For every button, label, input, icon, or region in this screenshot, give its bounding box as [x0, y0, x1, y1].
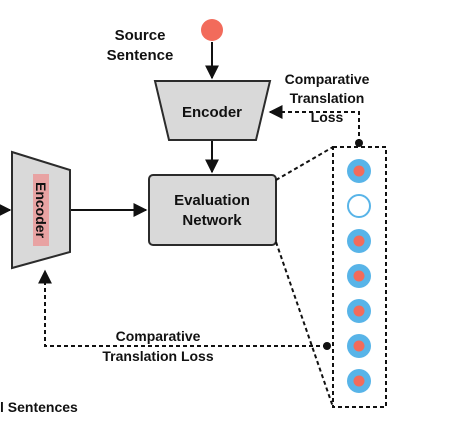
vector-node-inner-dot	[353, 305, 365, 317]
vector-node-inner-dot	[353, 340, 365, 352]
source-label-line2: Sentence	[107, 47, 174, 64]
vector-node-inner-dot	[353, 235, 365, 247]
left-encoder-label-highlight	[33, 174, 49, 246]
vector-node-inner-dot	[353, 375, 365, 387]
evaluation-network-box	[148, 174, 277, 246]
source-token-dot	[201, 19, 223, 41]
evaluation-label-line1: Evaluation	[174, 192, 250, 209]
projection-line-top	[275, 146, 334, 181]
output-vector-box	[332, 146, 387, 408]
evaluation-label-line2: Network	[182, 212, 242, 229]
top-loss-label-line2: Translation	[290, 90, 365, 106]
left-encoder-label: Encoder	[33, 182, 49, 239]
top-loss-label-line3: Loss	[311, 109, 344, 125]
source-label-line1: Source	[115, 27, 166, 44]
bottom-loss-label-line1: Comparative	[116, 328, 201, 344]
vector-node-hollow	[347, 194, 371, 218]
bottom-loss-label-line2: Translation Loss	[102, 348, 213, 364]
bottom-loss-path	[38, 269, 327, 347]
top-encoder-label: Encoder	[182, 104, 242, 121]
output-vector-nodes	[347, 159, 371, 393]
vector-node-inner-dot	[353, 165, 365, 177]
projection-line-bottom	[275, 241, 334, 408]
bottom-left-caption: l Sentences	[0, 399, 78, 415]
top-loss-label-line1: Comparative	[285, 71, 370, 87]
vector-node-inner-dot	[353, 270, 365, 282]
top-encoder-shape	[153, 80, 272, 141]
top-loss-path	[268, 105, 360, 143]
